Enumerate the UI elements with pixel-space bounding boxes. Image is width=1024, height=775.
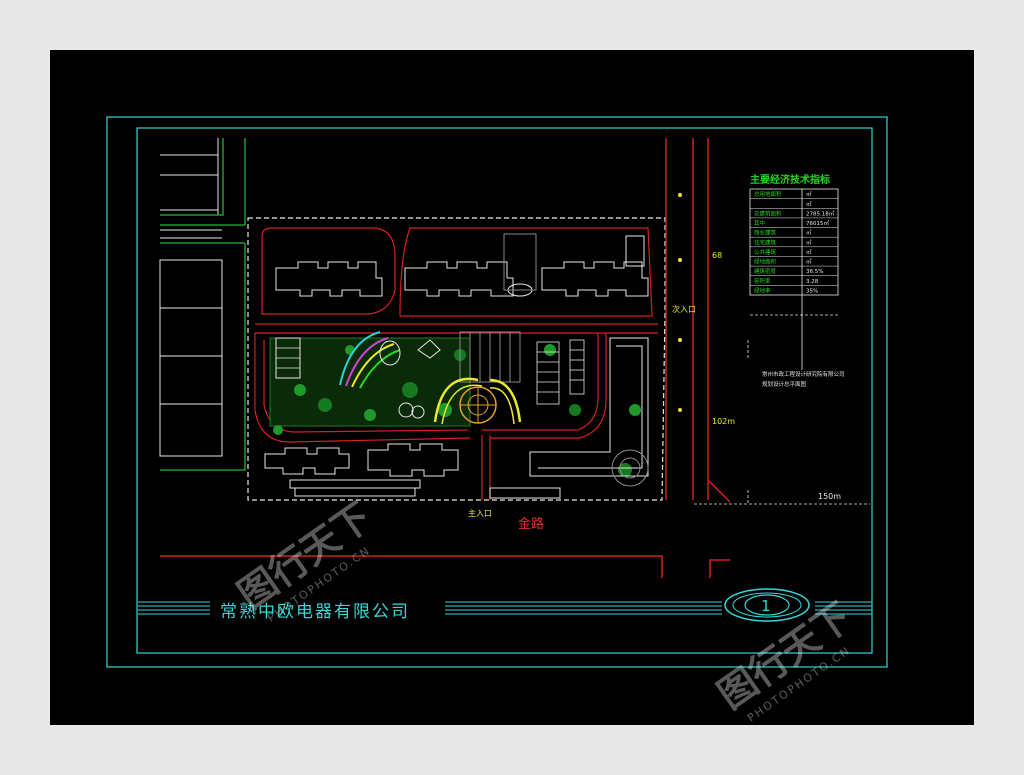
legend-row-label: 容积率 <box>754 277 771 285</box>
legend-row-label: 住宅建筑 <box>754 238 777 246</box>
legend-row-value: ㎡ <box>806 190 812 198</box>
legend-row-value: 36.5% <box>806 269 823 275</box>
legend-row-label: 建筑密度 <box>754 267 777 275</box>
legend-row-value: ㎡ <box>806 229 812 237</box>
central-plaza <box>433 331 522 425</box>
north-residential-blocks <box>275 233 649 297</box>
left-green-road-edge <box>160 138 246 471</box>
legend-row-value: 2785.18㎡ <box>806 209 835 217</box>
sheet-number: 1 <box>761 597 771 615</box>
south-residential-blocks <box>264 443 459 489</box>
title-bar-lines <box>138 601 872 615</box>
dimension-bottom-line <box>694 340 870 505</box>
legend-table-frame <box>749 188 839 296</box>
legend-row-label: 商业建筑 <box>754 229 777 237</box>
legend-row-label: 其中 <box>754 219 765 227</box>
left-existing-buildings <box>159 138 223 457</box>
legend-row-value: 76015㎡ <box>806 219 829 227</box>
east-road-markers <box>678 193 682 412</box>
sheet-outer-frame <box>106 116 888 668</box>
site-boundary <box>247 217 666 501</box>
landscape-feature-garden <box>275 331 441 419</box>
dimension-bottom-length: 150m <box>818 492 841 501</box>
commercial-building <box>294 337 649 499</box>
legend-row-label: 总建筑面积 <box>754 209 782 217</box>
east-main-road <box>665 138 731 503</box>
main-entrance-label: 主入口 <box>468 508 492 518</box>
legend-row-label: 绿地率 <box>754 287 771 295</box>
dimension-top-east: 68 <box>712 251 722 260</box>
road-name-label: 金路 <box>518 516 544 532</box>
legend-row-value: ㎡ <box>806 248 812 256</box>
legend-row-label: 绿地面积 <box>754 258 777 266</box>
legend-row-label: 总用地面积 <box>754 190 782 198</box>
parking-area <box>536 339 585 405</box>
central-green-area <box>269 337 641 477</box>
legend-title: 主要经济技术指标 <box>750 173 830 186</box>
sheet-number-badge <box>724 588 810 622</box>
site-plan-drawing: 主入口 次入口 金路 68 102m 150m 主要经济技术指标 总用地面积㎡㎡… <box>106 116 888 725</box>
side-entrance-label: 次入口 <box>672 304 696 314</box>
legend-row-value: ㎡ <box>806 238 812 246</box>
south-road <box>160 555 730 578</box>
company-title: 常熟中欧电器有限公司 <box>220 601 410 622</box>
legend-row-value: 35% <box>806 289 818 295</box>
dimension-east-length: 102m <box>712 417 735 426</box>
legend-row-label: 公共建筑 <box>754 248 777 256</box>
legend-note-line2: 规划设计总平面图 <box>762 380 807 388</box>
legend-row-value: ㎡ <box>806 258 812 266</box>
legend-row-value: ㎡ <box>806 200 812 208</box>
legend-row-value: 3.28 <box>806 279 819 285</box>
legend-note-line1: 常州市政工程设计研究院有限公司 <box>762 370 845 378</box>
sheet-inner-frame <box>136 127 873 654</box>
